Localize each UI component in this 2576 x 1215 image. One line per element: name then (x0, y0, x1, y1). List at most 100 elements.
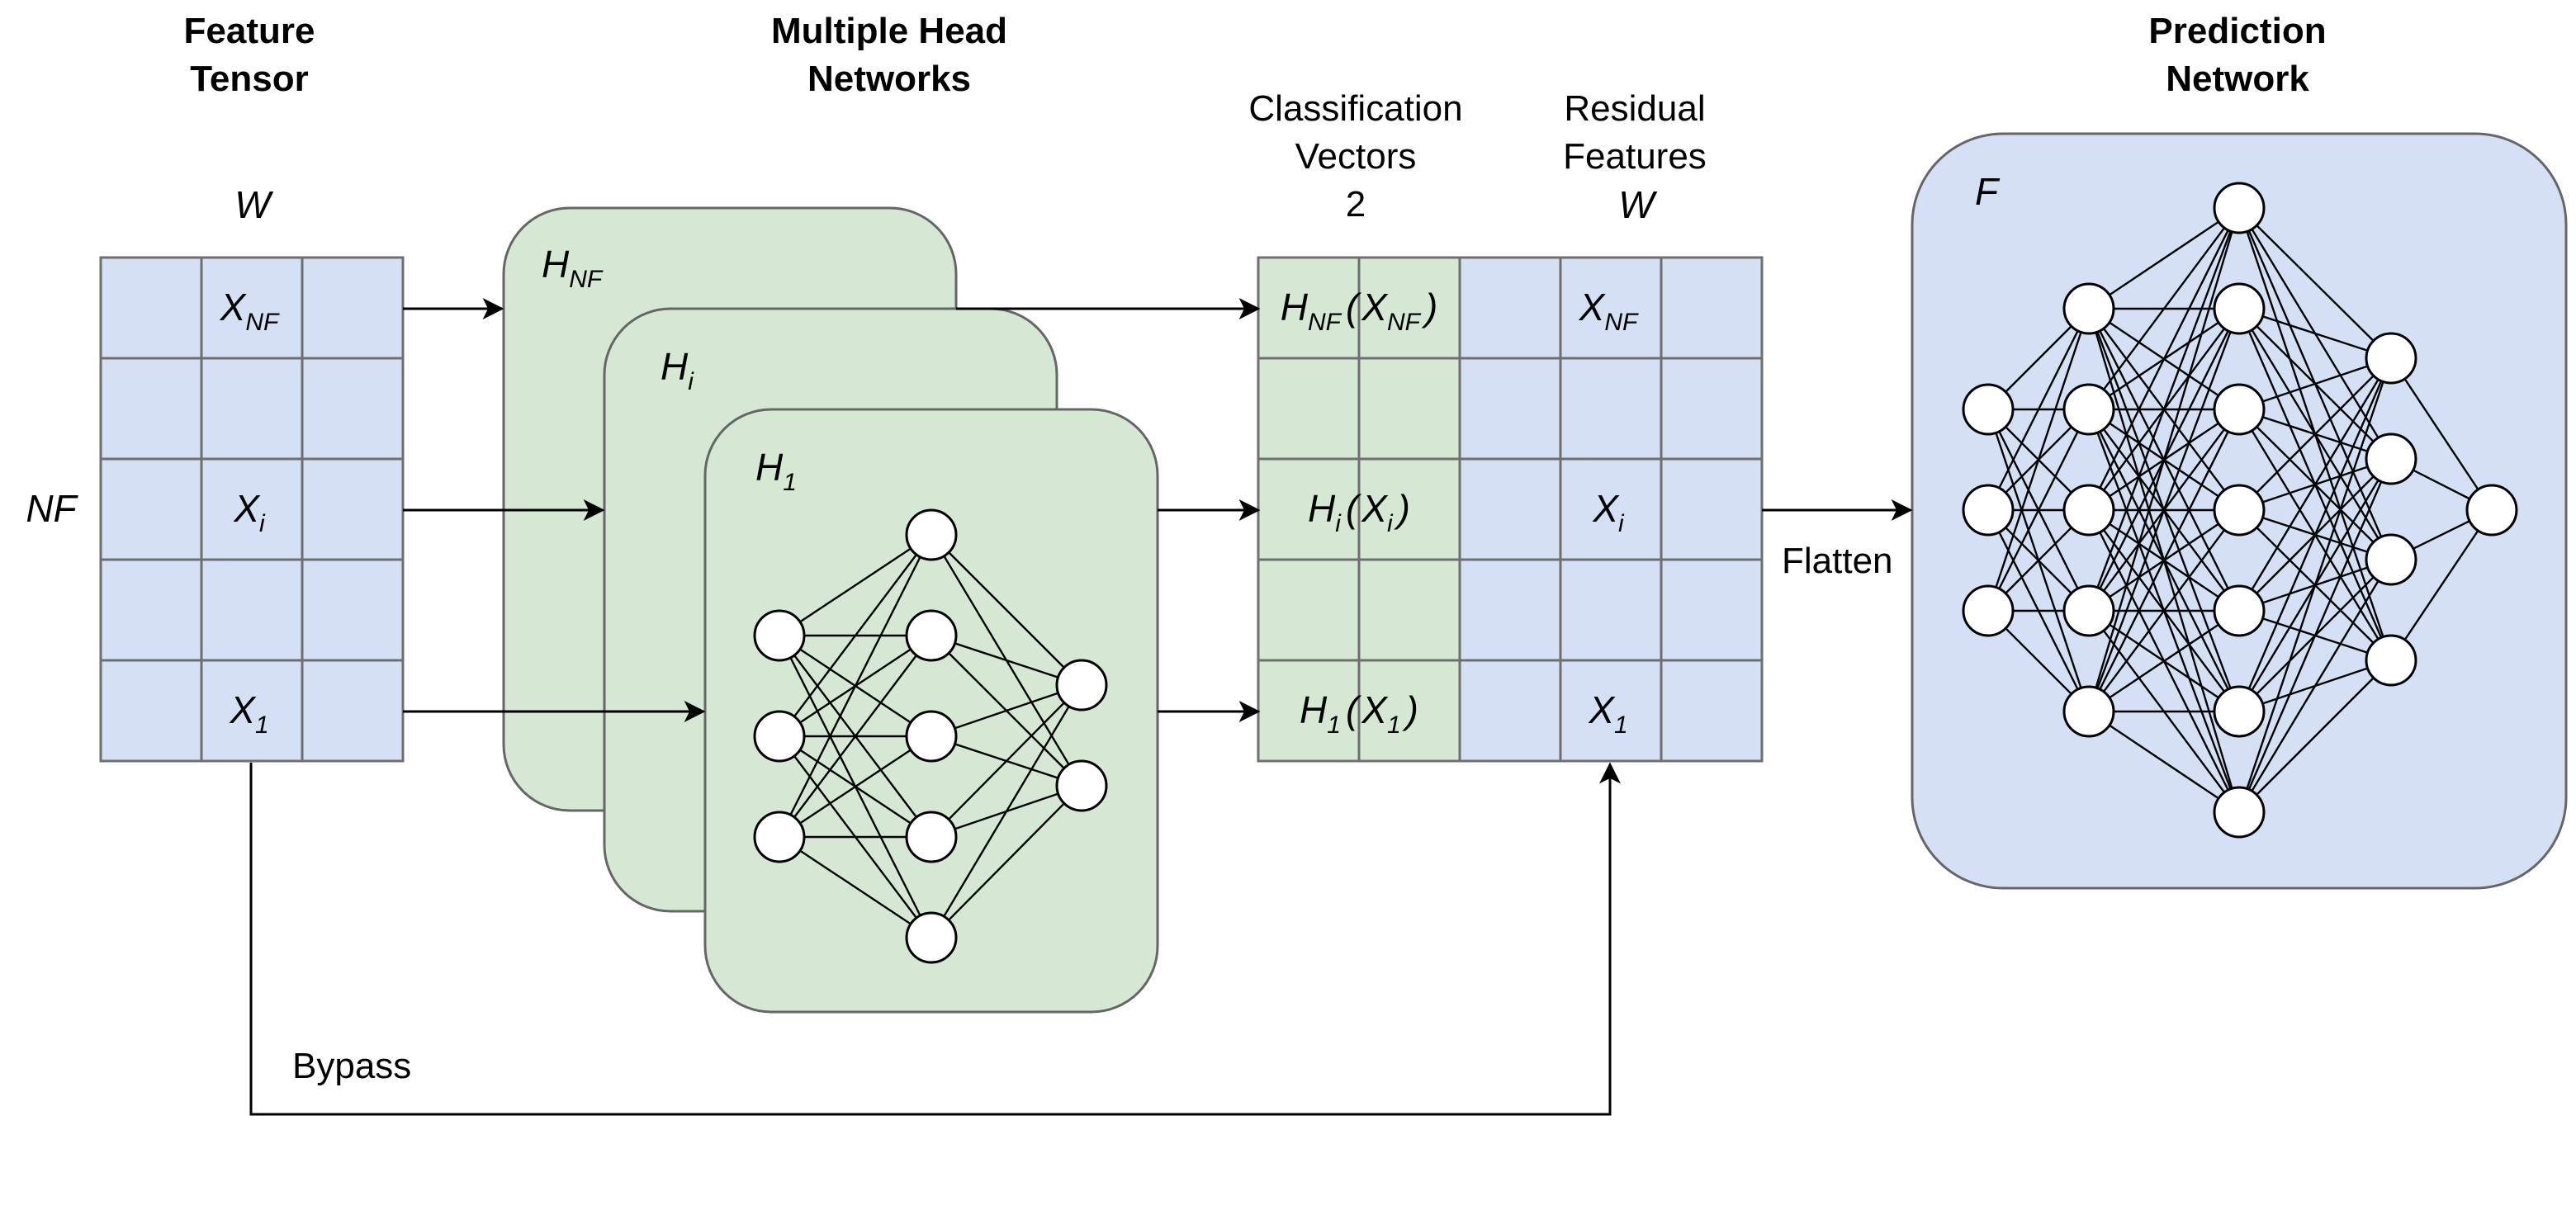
feature-tensor-cell (99, 256, 203, 360)
classification-vectors-title-line2: Vectors (1295, 136, 1417, 177)
head-nn-edge (930, 534, 1082, 686)
pred-nn-edge (2087, 308, 2241, 712)
pred-nn-edge (2088, 207, 2240, 310)
residual-feature-cell (1559, 357, 1663, 461)
pred-nn-node (2062, 584, 2115, 637)
residual-feature-cell (1559, 256, 1663, 360)
prediction-network: F (1911, 132, 2568, 890)
feature-tensor-cell (301, 256, 405, 360)
feature-tensor-cell (200, 256, 304, 360)
head-nn-node (905, 609, 958, 662)
pred-nn-edge (2088, 610, 2240, 712)
prediction-network-header-line2: Network (2166, 59, 2309, 99)
head-nn-edge (930, 634, 1082, 687)
pred-nn-edge (2390, 509, 2493, 661)
flatten-label: Flatten (1782, 541, 1893, 581)
residual-feature-cell (1660, 256, 1764, 360)
head-nn-edge (779, 635, 932, 838)
classification-vector-entry: Hi(Xi) (1308, 487, 1410, 537)
residual-feature-cell (1660, 357, 1764, 461)
residual-feature-cell (1458, 256, 1562, 360)
feature-tensor-entry: X1 (229, 688, 268, 739)
residual-features-title-line2: Features (1563, 136, 1707, 177)
pred-nn-node (2465, 484, 2518, 537)
pred-nn-edge (2087, 409, 2241, 712)
feature-tensor-header-line2: Tensor (190, 59, 308, 99)
pred-nn-edge (2389, 357, 2493, 511)
head-nn-edge (930, 684, 1083, 938)
pred-nn-node (2365, 533, 2417, 586)
pred-nn-edge (2238, 357, 2392, 511)
residual-feature-entry: XNF (1579, 286, 1639, 336)
head-nn-edge (779, 735, 932, 839)
head-label-i: Hi (661, 345, 694, 395)
head-label-nf: HNF (542, 243, 604, 293)
head-networks-header-line2: Networks (807, 59, 971, 99)
pred-nn-edge (2087, 207, 2241, 712)
residual-feature-cell (1660, 659, 1764, 763)
feature-tensor-entry: XNF (220, 286, 280, 336)
residual-features-title-line1: Residual (1564, 88, 1705, 129)
classification-vector-cell (1357, 256, 1461, 360)
head-nn-edge (779, 533, 932, 637)
feature-tensor-cell (200, 558, 304, 662)
feature-tensor-cell (301, 659, 405, 763)
pred-nn-edge (2237, 559, 2393, 813)
pred-nn-edge (2088, 509, 2240, 712)
head-nn-node (753, 710, 806, 763)
residual-feature-cell (1559, 457, 1663, 561)
head-nn-node (1055, 759, 1108, 812)
classification-vectors: Classification Vectors 2 HNF(XNF)Hi(Xi)H… (1248, 88, 1463, 763)
residual-feature-cell (1660, 457, 1764, 561)
pred-nn-node (1962, 383, 2015, 436)
pred-nn-edge (1986, 308, 2091, 511)
feature-tensor-cell (200, 457, 304, 561)
pred-nn-edge (2087, 207, 2241, 612)
feature-tensor-cell (99, 558, 203, 662)
classification-vector-cell (1357, 357, 1461, 461)
classification-vector-entry: H1(X1) (1300, 688, 1418, 739)
residual-feature-cell (1458, 357, 1562, 461)
classification-vectors-count: 2 (1346, 184, 1366, 225)
pred-nn-node (2365, 634, 2417, 687)
classification-vector-cell (1357, 558, 1461, 662)
feature-tensor-cell (200, 357, 304, 461)
pred-nn-node (1962, 584, 2015, 637)
residual-feature-entry: X1 (1588, 688, 1627, 739)
head-nn-edge (779, 534, 932, 737)
residual-features-width-label: W (1618, 183, 1658, 226)
residual-feature-cell (1458, 457, 1562, 561)
head-nn-edge (778, 534, 933, 838)
feature-tensor-cell (99, 659, 203, 763)
pred-nn-node (2062, 685, 2115, 738)
pred-nn-nodes (1962, 182, 2518, 839)
feature-tensor-height-label: NF (26, 487, 78, 530)
classification-vector-entry: HNF(XNF) (1281, 286, 1438, 336)
pred-nn-edge (2087, 207, 2241, 511)
classification-vector-cell (1257, 558, 1361, 662)
classification-vector-cell (1257, 256, 1361, 360)
pred-nn-node (2213, 685, 2266, 738)
pred-nn-edge (2237, 458, 2393, 813)
pred-nn-edge (2238, 357, 2392, 411)
pred-nn-edge (2237, 357, 2393, 813)
pred-nn-edge (2238, 660, 2392, 813)
head-nn-edge (930, 683, 1082, 738)
arrow-bypass (249, 762, 1621, 1116)
head-nn-edge (779, 835, 932, 939)
pred-nn-edge (2238, 207, 2392, 359)
head-neural-net (753, 508, 1108, 964)
pred-nn-node (2213, 584, 2266, 637)
feature-tensor-width-label: W (234, 183, 274, 226)
pred-nn-edge (1986, 409, 2091, 612)
pred-nn-node (2213, 383, 2266, 436)
head-nn-node (753, 609, 806, 662)
classification-vector-cell (1257, 457, 1361, 561)
head-nn-nodes (753, 508, 1108, 964)
feature-tensor-cell (301, 558, 405, 662)
head-nn-edge (930, 785, 1082, 938)
feature-tensor-cell (99, 457, 203, 561)
